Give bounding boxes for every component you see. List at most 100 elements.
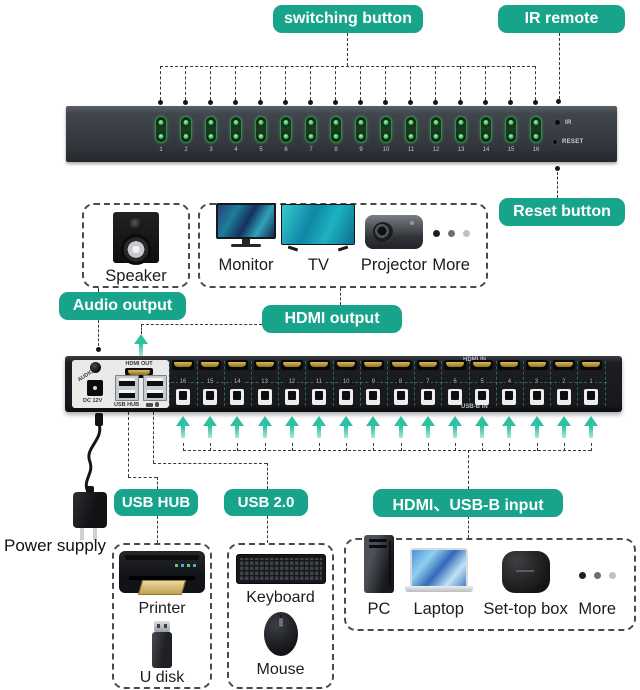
input-port-column: 10 bbox=[334, 360, 358, 405]
set-top-box-device: Set-top box bbox=[483, 551, 568, 619]
dashed-connector bbox=[427, 443, 429, 451]
dc-plug-icon bbox=[95, 413, 103, 426]
connector-dot bbox=[383, 100, 388, 105]
input-port-column: 3 bbox=[525, 360, 549, 405]
channel-button bbox=[330, 116, 342, 143]
dashed-connector bbox=[410, 66, 411, 100]
hdmi-in-port bbox=[172, 360, 194, 370]
switch-rear-panel: AUDIO HDMI OUT DC 12V USB HUB HDMI IN US… bbox=[65, 356, 622, 412]
channel-button-group: 9 bbox=[353, 116, 369, 154]
port-number: 1 bbox=[587, 378, 595, 386]
hdmi-in-port bbox=[471, 360, 494, 370]
input-port-column: 16 bbox=[171, 360, 195, 405]
hdmi-in-port bbox=[226, 360, 249, 370]
dashed-connector bbox=[157, 516, 158, 543]
dashed-connector bbox=[98, 320, 99, 346]
usb-hub-ports bbox=[115, 375, 139, 401]
dashed-connector bbox=[346, 443, 348, 451]
port-separator bbox=[223, 361, 225, 406]
hdmi-in-port bbox=[308, 360, 330, 370]
dashed-connector bbox=[128, 412, 129, 477]
dashed-connector bbox=[160, 66, 161, 100]
channel-button-group: 3 bbox=[203, 116, 219, 154]
channel-button bbox=[230, 116, 242, 143]
power-adapter-icon bbox=[73, 486, 107, 540]
channel-button-group: 11 bbox=[403, 116, 419, 154]
port-separator bbox=[604, 361, 606, 406]
channel-button-group: 12 bbox=[428, 116, 444, 154]
input-port-column: 12 bbox=[280, 360, 304, 405]
up-arrow-icon bbox=[312, 416, 326, 438]
up-arrow-icon bbox=[556, 416, 571, 438]
connector-dot bbox=[483, 100, 488, 105]
channel-button-group: 16 bbox=[528, 116, 544, 154]
usb-b-in-port bbox=[448, 389, 462, 405]
dashed-connector bbox=[340, 288, 341, 305]
channel-button-group: 15 bbox=[503, 116, 519, 154]
connector-dot bbox=[183, 100, 188, 105]
port-separator bbox=[387, 361, 388, 406]
port-separator bbox=[332, 361, 334, 406]
hdmi-in-port bbox=[253, 360, 276, 370]
dashed-connector bbox=[482, 443, 484, 451]
hdmi-in-port bbox=[280, 360, 303, 370]
callout-usb-hub: USB HUB bbox=[114, 489, 198, 516]
connector-dot bbox=[458, 100, 463, 105]
connector-dot bbox=[358, 100, 363, 105]
dashed-connector bbox=[153, 412, 154, 463]
usb-b-in-port bbox=[203, 389, 218, 405]
up-arrow-icon bbox=[203, 416, 218, 438]
up-arrow-icon bbox=[366, 416, 381, 438]
port-separator bbox=[251, 361, 252, 406]
reset-hole-icon bbox=[552, 139, 558, 145]
channel-button bbox=[305, 116, 317, 143]
dashed-connector bbox=[559, 33, 560, 99]
dashed-connector bbox=[98, 288, 99, 293]
usb-flash-drive-icon bbox=[151, 620, 173, 668]
hdmi-in-port bbox=[389, 360, 412, 370]
up-arrow-icon bbox=[176, 416, 190, 438]
dc-power-jack bbox=[87, 380, 103, 396]
up-arrow-icon bbox=[420, 416, 435, 438]
port-number: 2 bbox=[560, 378, 568, 386]
port-separator bbox=[495, 361, 497, 406]
channel-number: 11 bbox=[407, 147, 415, 153]
speaker-box: Speaker bbox=[82, 203, 190, 288]
channel-button bbox=[280, 116, 292, 143]
more-input-devices: More bbox=[578, 572, 616, 619]
dashed-connector bbox=[235, 66, 236, 100]
projector-device: Projector bbox=[361, 215, 427, 275]
input-port-column: 11 bbox=[307, 360, 331, 405]
connector-dot bbox=[158, 100, 163, 105]
connector-dot bbox=[508, 100, 513, 105]
channel-number: 7 bbox=[309, 147, 313, 153]
channel-number: 3 bbox=[209, 147, 213, 153]
rear-io-section: AUDIO HDMI OUT DC 12V USB HUB bbox=[72, 360, 169, 408]
ir-sensor: IR bbox=[554, 119, 572, 126]
projector-icon bbox=[364, 215, 423, 249]
channel-button bbox=[505, 116, 517, 143]
channel-button-group: 2 bbox=[178, 116, 194, 154]
dashed-connector bbox=[591, 443, 592, 451]
mouse-icon bbox=[263, 612, 298, 656]
usb-2-0-ports bbox=[143, 375, 167, 401]
channel-button bbox=[480, 116, 492, 143]
port-number: 14 bbox=[232, 378, 243, 386]
dashed-connector bbox=[185, 66, 186, 100]
channel-number: 12 bbox=[432, 147, 440, 153]
usb-b-in-port bbox=[339, 389, 354, 405]
channel-button bbox=[355, 116, 367, 143]
hdmi-in-port bbox=[444, 360, 466, 370]
usb-b-in-port bbox=[257, 389, 272, 405]
hdmi-out-arrow-icon bbox=[134, 334, 148, 356]
input-port-column: 13 bbox=[253, 360, 277, 405]
ir-label: IR bbox=[565, 119, 572, 126]
port-separator bbox=[414, 361, 416, 406]
dashed-connector bbox=[509, 443, 511, 451]
up-arrow-icon bbox=[584, 416, 598, 438]
port-number: 9 bbox=[369, 378, 378, 386]
dashed-connector bbox=[385, 66, 386, 100]
dashed-connector bbox=[373, 443, 375, 451]
